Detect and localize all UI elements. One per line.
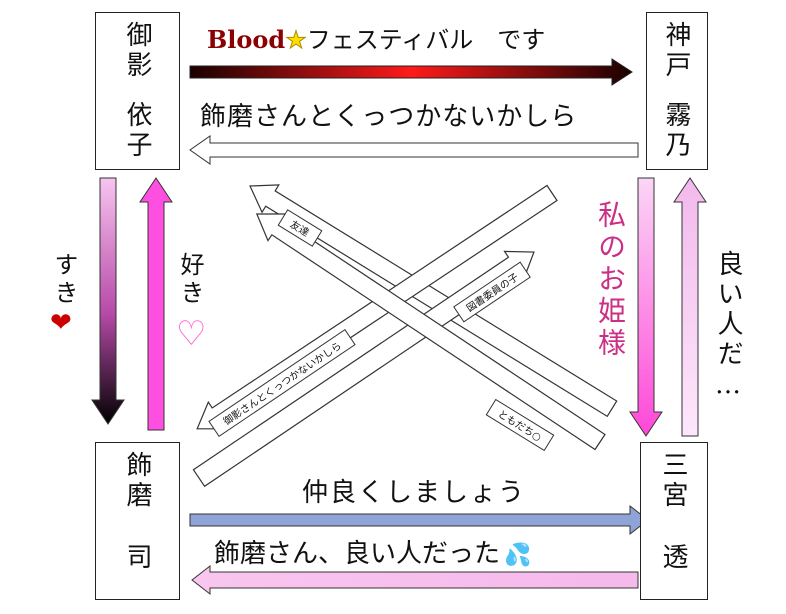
label-bottom-back-text: 飾磨さん、良い人だった [214,539,501,569]
person-name-bottom-right-2: 透 [658,543,688,573]
person-box-bottom-right: 三宮 透 [640,442,708,600]
cross-arrow-a [249,184,618,418]
cross-arrow-d [255,213,606,451]
arrow-right-up [673,177,707,437]
person-name-top-left-2: 依子 [122,101,152,161]
label-right-up: 良い人だ… [713,250,743,404]
arrow-left-down [91,177,125,425]
cross-arrow-c [192,250,535,488]
sweat-drops-icon: 💦 [504,543,532,568]
person-name-bottom-left-1: 飾磨 [122,451,152,511]
label-top-back: 飾磨さんとくっつかないかしら [200,102,578,132]
person-name-top-left-1: 御影 [122,21,152,81]
label-left-up: 好き [176,252,204,308]
person-name-top-right-2: 霧乃 [661,101,691,161]
label-right-down: 私のお姫様 [594,200,627,360]
heart-outline-icon: ♡ [176,314,207,354]
person-box-top-left: 御影 依子 [95,12,180,170]
label-bottom-back: 飾磨さん、良い人だった💦 [214,533,531,570]
heart-icon: ❤ [50,308,72,338]
arrow-left-up [139,177,173,431]
person-box-top-right: 神戸 霧乃 [646,12,708,170]
arrow-top-back [189,135,639,165]
arrow-right-down [629,177,663,437]
star-icon: ★ [285,26,307,55]
person-name-bottom-right-1: 三宮 [658,451,688,511]
label-bottom-forward: 仲良くしましょう [302,478,527,508]
person-name-top-right-1: 神戸 [661,21,691,81]
label-top-forward-suffix: フェスティバル です [306,26,546,54]
arrow-bottom-forward [189,504,649,536]
person-box-bottom-left: 飾磨 司 [95,442,180,600]
person-name-bottom-left-2: 司 [122,543,152,573]
label-left-down: すき [50,252,78,308]
label-top-forward-prefix: Blood [207,25,286,54]
arrow-bottom-back [191,564,639,596]
label-top-forward: Blood★フェスティバル です [207,20,545,55]
arrow-top-forward [189,58,633,86]
